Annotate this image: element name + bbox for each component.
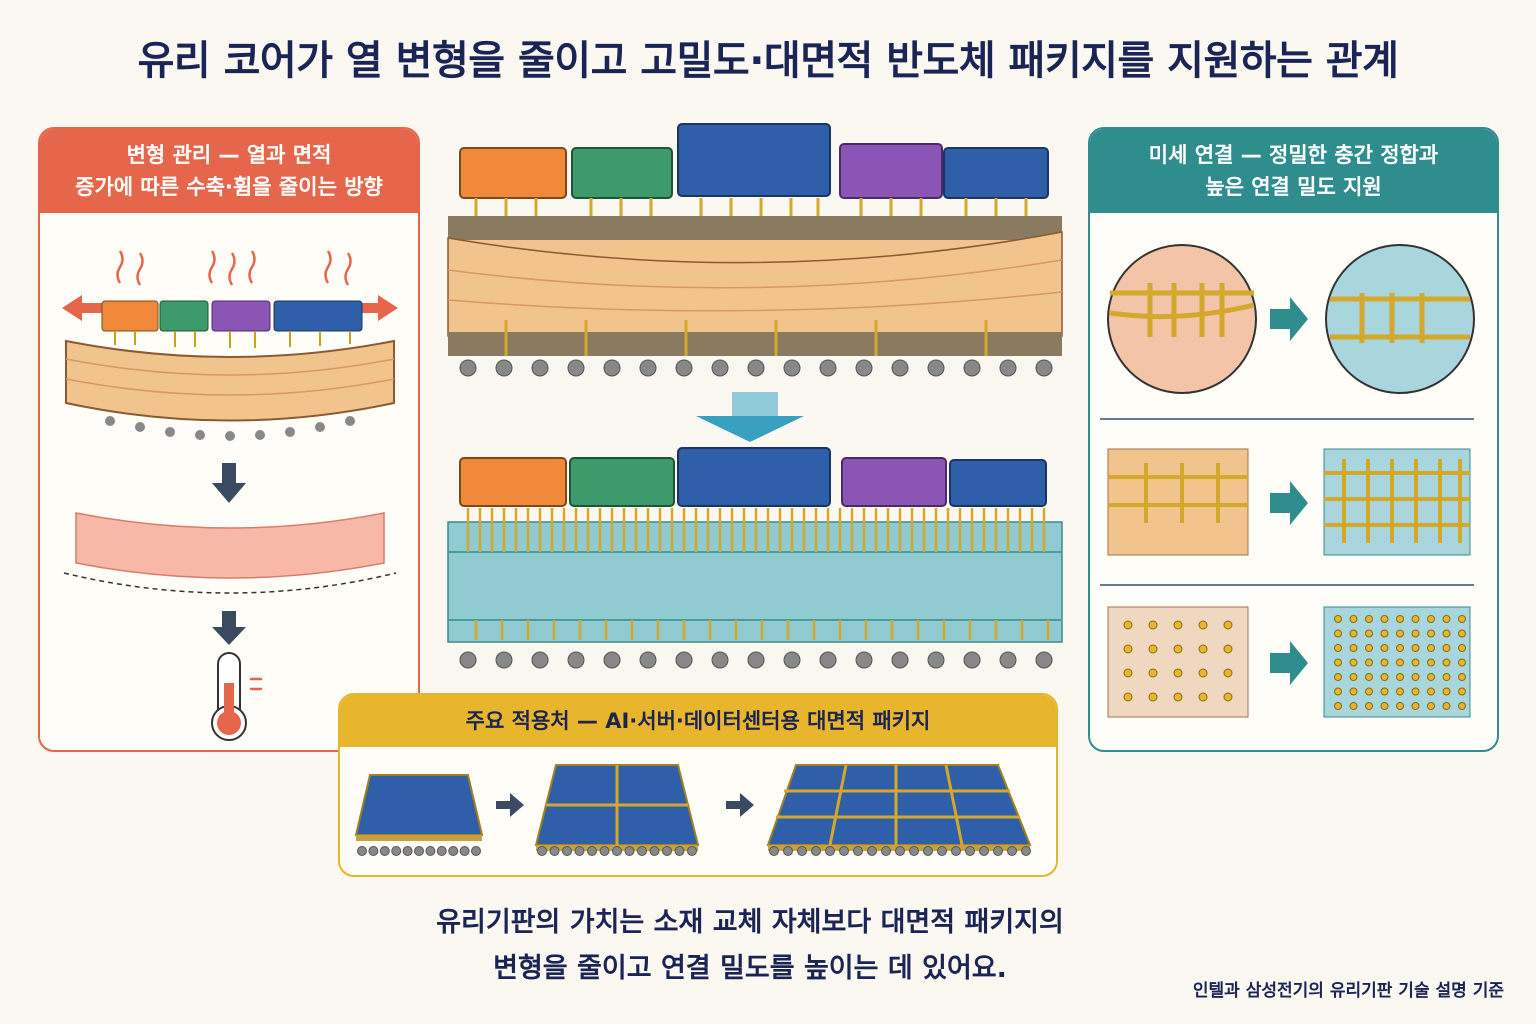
source-note: 인텔과 삼성전기의 유리기판 기술 설명 기준: [1192, 981, 1504, 1001]
right-arrow-icon: [1270, 481, 1308, 525]
deformation-panel-heading: 변형 관리 — 열과 면적 증가에 따른 수축·휨을 줄이는 방향: [40, 129, 418, 213]
interconnect-panel: 미세 연결 — 정밀한 충간 정합과 높은 연결 밀도 지원: [1088, 127, 1499, 752]
package-scaling-illustration: [354, 764, 1032, 856]
down-arrow-icon: [696, 392, 804, 442]
core-comparison-diagram: [447, 123, 1063, 669]
interconnect-illustration: [1100, 244, 1475, 718]
warpage-illustration: [62, 250, 398, 741]
interconnect-panel-heading: 미세 연결 — 정밀한 충간 정합과 높은 연결 밀도 지원: [1090, 129, 1497, 213]
right-arrow-icon: [726, 793, 754, 817]
expand-arrow-icon: [62, 295, 398, 321]
glass-package: [447, 447, 1063, 669]
deformation-panel: 변형 관리 — 열과 면적 증가에 따른 수축·휨을 줄이는 방향: [38, 127, 420, 752]
summary-caption: 유리기판의 가치는 소재 교체 자체보다 대면적 패키지의 변형을 줄이고 연결…: [436, 907, 1064, 984]
thermometer-icon: [211, 652, 262, 741]
applications-panel: 주요 적용처 — AI·서버·데이터센터용 대면적 패키지: [338, 693, 1058, 877]
applications-panel-heading: 주요 적용처 — AI·서버·데이터센터용 대면적 패키지: [340, 695, 1056, 747]
organic-package: [447, 123, 1063, 377]
right-arrow-icon: [1270, 297, 1308, 341]
right-arrow-icon: [1270, 641, 1308, 685]
right-arrow-icon: [496, 793, 524, 817]
page-title: 유리 코어가 열 변형을 줄이고 고밀도·대면적 반도체 패키지를 지원하는 관…: [137, 38, 1399, 84]
down-arrow-icon: [212, 611, 246, 645]
heat-wave-icon: [116, 250, 352, 286]
down-arrow-icon: [212, 463, 246, 503]
